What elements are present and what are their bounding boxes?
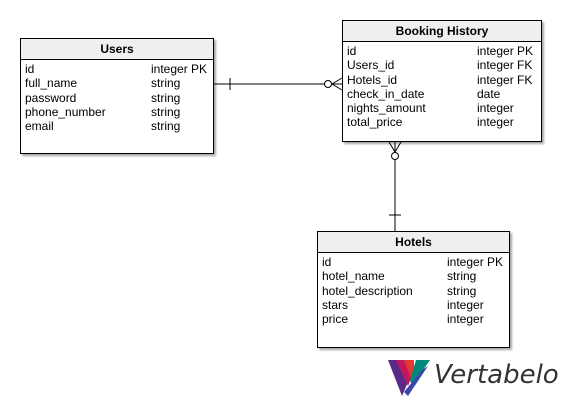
table-title: Hotels bbox=[318, 232, 509, 253]
column-name: stars bbox=[322, 297, 349, 312]
hotels-booking-relationship bbox=[388, 141, 402, 231]
column-type: integer bbox=[447, 312, 484, 327]
users-booking-relationship bbox=[214, 77, 343, 91]
column-type: integer bbox=[477, 101, 514, 116]
column-type: integer FK bbox=[477, 58, 533, 73]
column-row[interactable]: price integer bbox=[322, 312, 505, 326]
column-type: string bbox=[151, 76, 181, 91]
zero-marker bbox=[391, 152, 399, 160]
column-name: nights_amount bbox=[347, 101, 426, 116]
column-type: integer PK bbox=[447, 255, 504, 269]
column-row[interactable]: check_in_date date bbox=[347, 87, 537, 101]
column-name: hotel_name bbox=[322, 269, 385, 284]
crowfoot-marker bbox=[388, 141, 396, 153]
column-row[interactable]: hotel_description string bbox=[322, 284, 505, 298]
column-row[interactable]: nights_amount integer bbox=[347, 101, 537, 115]
column-type: integer PK bbox=[477, 44, 534, 58]
zero-marker bbox=[324, 80, 332, 88]
crowfoot-marker bbox=[331, 83, 343, 91]
column-name: total_price bbox=[347, 115, 403, 130]
column-type: string bbox=[447, 269, 477, 284]
column-name: check_in_date bbox=[347, 86, 425, 101]
column-type: string bbox=[447, 283, 477, 298]
column-row[interactable]: id integer PK bbox=[25, 62, 209, 76]
vertabelo-logo-icon bbox=[388, 360, 430, 396]
crowfoot-marker bbox=[394, 141, 402, 153]
column-name: Hotels_id bbox=[347, 72, 398, 87]
table-title: Booking History bbox=[343, 21, 541, 42]
column-row[interactable]: Hotels_id integer FK bbox=[347, 73, 537, 87]
column-row[interactable]: Users_id integer FK bbox=[347, 58, 537, 72]
column-row[interactable]: id integer PK bbox=[322, 255, 505, 269]
column-name: id bbox=[25, 62, 35, 76]
column-type: integer bbox=[447, 297, 484, 312]
column-type: integer PK bbox=[151, 62, 208, 76]
column-type: string bbox=[151, 90, 181, 105]
column-name: price bbox=[322, 312, 349, 327]
column-row[interactable]: total_price integer bbox=[347, 115, 537, 129]
column-type: date bbox=[477, 86, 501, 101]
column-name: id bbox=[347, 44, 357, 58]
column-row[interactable]: password string bbox=[25, 91, 209, 105]
column-name: id bbox=[322, 255, 332, 269]
column-row[interactable]: id integer PK bbox=[347, 44, 537, 58]
column-type: string bbox=[151, 104, 181, 119]
column-row[interactable]: stars integer bbox=[322, 298, 505, 312]
vertabelo-logo-text: Vertabelo bbox=[434, 360, 559, 390]
column-name: email bbox=[25, 119, 54, 134]
crowfoot-marker bbox=[331, 77, 343, 85]
column-name: Users_id bbox=[347, 58, 395, 73]
column-name: password bbox=[25, 90, 77, 105]
column-type: integer FK bbox=[477, 72, 533, 87]
column-name: phone_number bbox=[25, 104, 106, 119]
column-type: integer bbox=[477, 115, 514, 130]
column-row[interactable]: hotel_name string bbox=[322, 269, 505, 283]
table-title: Users bbox=[21, 39, 213, 60]
column-row[interactable]: full_name string bbox=[25, 76, 209, 90]
column-name: hotel_description bbox=[322, 283, 413, 298]
column-row[interactable]: phone_number string bbox=[25, 105, 209, 119]
vertabelo-logo: Vertabelo bbox=[386, 356, 559, 400]
column-name: full_name bbox=[25, 76, 78, 91]
column-row[interactable]: email string bbox=[25, 119, 209, 133]
column-type: string bbox=[151, 119, 181, 134]
